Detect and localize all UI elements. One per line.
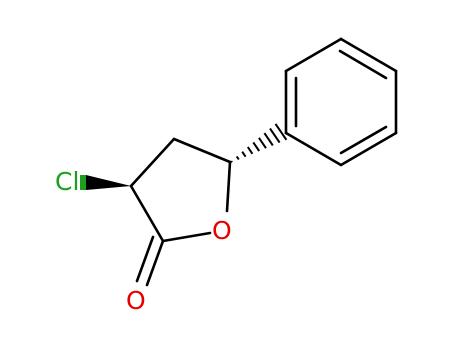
bond-c5-o1 [225,160,232,213]
carbonyl-bond-b [135,235,155,283]
phenyl-double-bond-a [338,49,388,80]
bond-c3-c2 [129,184,165,243]
bond-c5-c4 [172,137,232,164]
ring-oxygen-atom-label: O [212,216,232,245]
solid-wedge-bond [86,175,131,190]
phenyl-bond-6 [284,37,343,73]
lactone-ring [129,137,232,287]
phenyl-ring [284,37,398,167]
phenyl-bond-3 [339,131,398,167]
phenyl-bond-1 [339,37,398,73]
hashed-wedge-bond [230,123,288,163]
phenyl-bond-4 [284,131,343,167]
solid-wedge-bond-cl-part [80,175,86,190]
phenyl-double-bond-b [339,125,388,155]
carbonyl-oxygen-atom-label: O [126,286,146,315]
chlorine-atom-label: Cl [55,167,79,196]
carbonyl-bond-a [145,239,165,287]
bond-c2-o1 [161,231,212,243]
bond-c4-c3 [129,137,176,188]
